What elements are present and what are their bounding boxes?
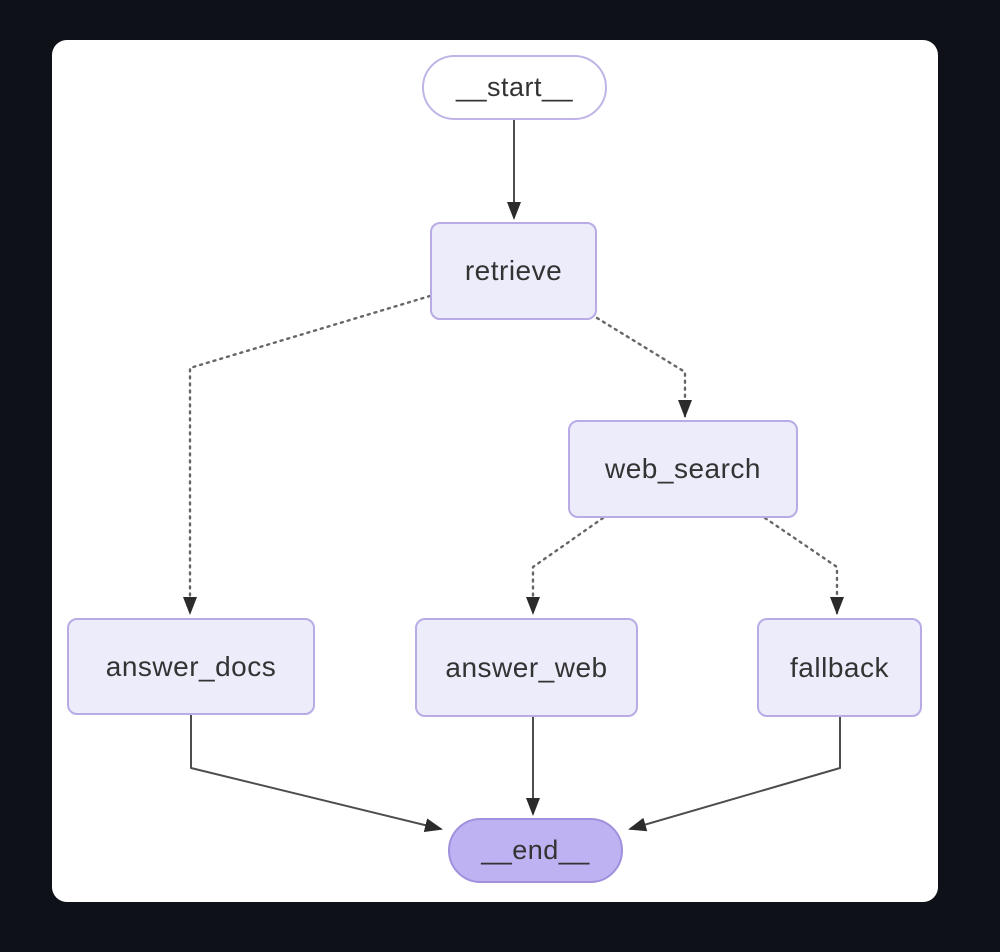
edge-retrieve-to-answer-docs — [183, 294, 432, 615]
node-answer-web: answer_web — [415, 618, 638, 717]
node-web-search-label: web_search — [605, 453, 761, 484]
node-fallback-label: fallback — [790, 651, 889, 683]
edge-answer-docs-to-end — [190, 715, 443, 833]
node-start: __start__ — [422, 55, 607, 120]
node-start-label: __start__ — [455, 72, 574, 102]
node-answer-web-label: answer_web — [445, 651, 608, 683]
edge-web-search-to-fallback — [763, 516, 844, 615]
edge-web-search-to-answer-web — [526, 516, 605, 615]
node-answer-docs-label: answer_docs — [105, 650, 277, 682]
node-end: __end__ — [448, 818, 623, 883]
diagram-card: __start__ retrieve web_search answer_doc… — [52, 40, 938, 902]
node-end-label: __end__ — [481, 835, 590, 865]
edge-fallback-to-end — [628, 717, 841, 832]
node-fallback: fallback — [757, 618, 922, 717]
edge-layer — [183, 120, 844, 833]
node-retrieve-label: retrieve — [464, 255, 563, 286]
edge-retrieve-to-web-search — [595, 316, 692, 418]
node-answer-docs: answer_docs — [67, 618, 315, 715]
node-web-search: web_search — [568, 420, 798, 518]
node-retrieve: retrieve — [430, 222, 597, 320]
